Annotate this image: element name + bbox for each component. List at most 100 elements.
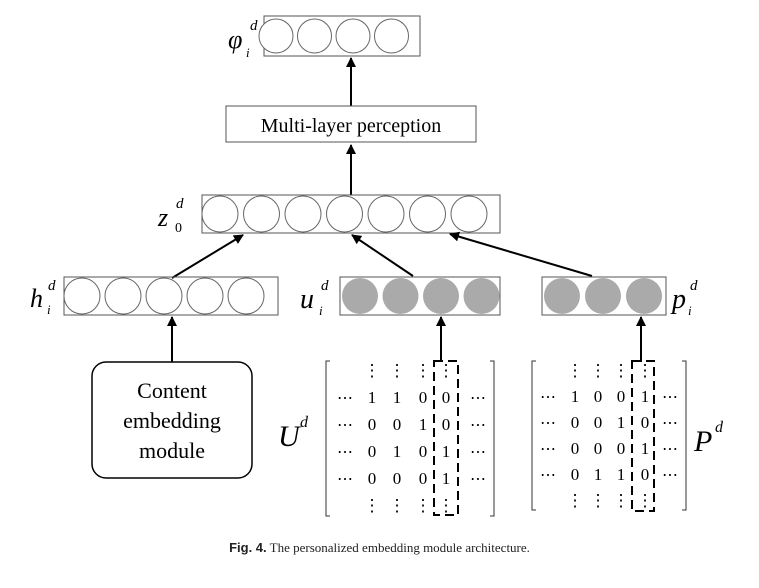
matrix-ellipsis: ⋯ (662, 441, 678, 458)
mlp-label: Multi-layer perception (261, 115, 442, 137)
matrix-ellipsis: ⋯ (540, 441, 556, 458)
caption-text: The personalized embedding module archit… (269, 540, 530, 555)
p-layer: p d i (541, 276, 698, 318)
u-node (382, 278, 419, 314)
matrix-cell: 0 (641, 413, 650, 432)
u-node (342, 278, 378, 314)
matrix-cell: 1 (571, 387, 580, 406)
matrix-cell: 0 (442, 415, 451, 434)
matrix-ellipsis: ⋯ (337, 417, 353, 434)
matrix-cell: 0 (393, 469, 402, 488)
z0-node (243, 195, 280, 233)
matrix-cell: 0 (368, 442, 377, 461)
phi-node (335, 18, 371, 54)
matrix-ellipsis: ⋯ (662, 389, 678, 406)
p-node (585, 278, 621, 314)
z0-sub: 0 (175, 221, 182, 236)
matrix-cell: ⋮ (415, 361, 432, 380)
matrix-cell: ⋮ (389, 361, 406, 380)
content-module-line-1: Content (137, 378, 207, 403)
p-sup: d (690, 278, 698, 294)
matrix-cell: ⋮ (389, 496, 406, 515)
matrix-cell: 0 (442, 388, 451, 407)
z0-node (367, 195, 405, 233)
h-label: h (30, 284, 43, 313)
phi-label: φ (228, 25, 242, 54)
matrix-cell: 1 (641, 387, 650, 406)
h-node (227, 277, 265, 315)
matrix-cell: ⋮ (567, 491, 584, 510)
matrix-cell: ⋮ (590, 361, 607, 380)
matrix-cell: 0 (419, 388, 428, 407)
u-label: u (300, 284, 314, 315)
matrix-cell: ⋮ (637, 361, 654, 380)
matrix-ellipsis: ⋯ (337, 444, 353, 461)
content-module-line-3: module (139, 438, 205, 463)
matrix-cell: 0 (571, 413, 580, 432)
arrow-p-to-z0 (449, 231, 593, 277)
phi-sub: i (246, 45, 250, 60)
matrix-ellipsis: ⋯ (540, 467, 556, 484)
u-node (423, 278, 459, 314)
h-sub: i (47, 302, 51, 317)
matrix-cell: 0 (594, 439, 603, 458)
figure-caption: Fig. 4. The personalized embedding modul… (0, 540, 759, 556)
matrix-cell: ⋮ (364, 361, 381, 380)
matrix-ellipsis: ⋯ (662, 467, 678, 484)
matrix-ellipsis: ⋯ (470, 390, 486, 407)
matrix-cell: 1 (617, 465, 626, 484)
matrix-ellipsis: ⋯ (540, 389, 556, 406)
p-sub: i (688, 303, 692, 318)
h-sup: d (48, 278, 56, 294)
matrix-P-sup: d (715, 419, 724, 436)
matrix-cell: 1 (617, 413, 626, 432)
matrix-ellipsis: ⋯ (337, 471, 353, 488)
p-label: p (670, 284, 686, 315)
h-node (63, 277, 101, 315)
matrix-cell: 1 (393, 442, 402, 461)
p-node (626, 278, 662, 314)
u-sub: i (319, 303, 323, 318)
matrix-ellipsis: ⋯ (662, 415, 678, 432)
matrix-cell: ⋮ (438, 496, 455, 515)
u-sup: d (321, 278, 329, 294)
arrow-u-to-z0 (351, 234, 414, 277)
z0-layer: z d 0 (157, 194, 501, 236)
matrix-cell: 1 (393, 388, 402, 407)
phi-node (258, 18, 294, 54)
matrix-cell: 0 (571, 439, 580, 458)
matrix-cell: ⋮ (364, 496, 381, 515)
h-layer: h d i (30, 276, 279, 317)
caption-label: Fig. 4. (229, 540, 267, 555)
matrix-cell: 0 (368, 415, 377, 434)
phi-layer: φ d i (228, 15, 421, 60)
matrix-P-label: P (693, 425, 712, 458)
h-node (104, 277, 142, 315)
matrix-U-sup: d (300, 414, 309, 431)
matrix-cell: ⋮ (438, 361, 455, 380)
matrix-cell: 0 (641, 465, 650, 484)
matrix-cell: ⋮ (613, 361, 630, 380)
z0-node (326, 195, 363, 233)
matrix-ellipsis: ⋯ (540, 415, 556, 432)
matrix-ellipsis: ⋯ (470, 444, 486, 461)
matrix-cell: 0 (617, 387, 626, 406)
arrow-h-to-z0 (171, 234, 244, 279)
matrix-cell: 1 (442, 469, 451, 488)
content-embedding-module: Content embedding module (91, 361, 253, 479)
matrix-cell: ⋮ (567, 361, 584, 380)
matrix-ellipsis: ⋯ (470, 471, 486, 488)
matrix-cell: 0 (393, 415, 402, 434)
matrix-cell: 1 (442, 442, 451, 461)
phi-sup: d (250, 18, 258, 34)
matrix-cell: 0 (617, 439, 626, 458)
p-node (544, 278, 580, 314)
matrix-cell: 1 (368, 388, 377, 407)
matrix-cell: 0 (419, 469, 428, 488)
z0-node (201, 195, 239, 233)
z0-node (450, 195, 488, 233)
matrix-cell: 1 (641, 439, 650, 458)
